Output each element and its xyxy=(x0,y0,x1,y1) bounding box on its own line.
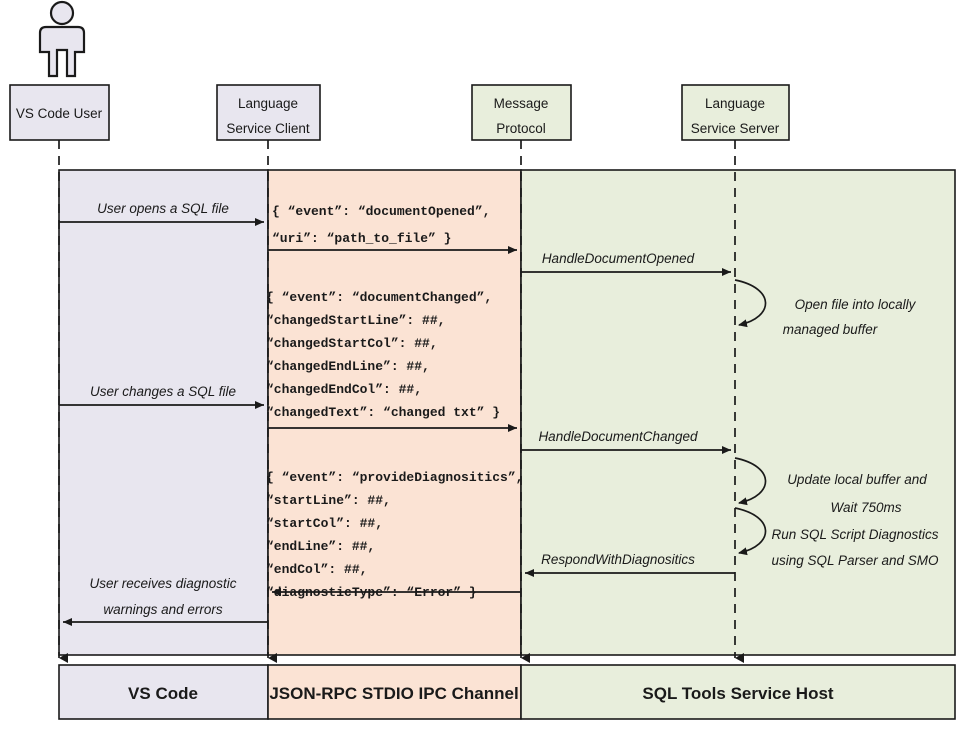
header-label-server-line2: Service Server xyxy=(691,121,780,136)
message-label-handle-document-opened: HandleDocumentOpened xyxy=(542,251,695,266)
message-label-user-changes-file: User changes a SQL file xyxy=(90,384,236,399)
self-loop-label-run-diagnostics-2: using SQL Parser and SMO xyxy=(771,553,939,568)
footer-bands: VS Code JSON-RPC STDIO IPC Channel SQL T… xyxy=(58,664,956,720)
json-line-changed-3: “changedEndLine”: ##, xyxy=(266,359,430,374)
band-vscode xyxy=(58,169,269,656)
json-line-changed-1: “changedStartLine”: ##, xyxy=(266,313,445,328)
message-label-handle-document-changed: HandleDocumentChanged xyxy=(538,429,698,444)
self-loop-label-open-file-2: managed buffer xyxy=(783,322,878,337)
lifeline-headers: VS Code User Language Service Client Mes… xyxy=(9,84,790,141)
json-line-opened-1: “uri”: “path_to_file” } xyxy=(272,231,451,246)
header-box-protocol xyxy=(471,84,572,141)
header-label-client-line1: Language xyxy=(238,96,298,111)
lifelines xyxy=(58,140,744,663)
self-loop-update-buffer-wait: Update local buffer and Wait 750ms xyxy=(734,457,927,515)
message-label-respond-with-diagnositics: RespondWithDiagnositics xyxy=(541,552,695,567)
json-line-diag-5: “diagnosticType”: “Error” } xyxy=(266,585,477,600)
self-loop-label-update-buffer-2: Wait 750ms xyxy=(830,500,901,515)
json-line-diag-0: { “event”: “provideDiagnositics”, xyxy=(266,470,523,485)
json-line-opened-0: { “event”: “documentOpened”, xyxy=(272,204,490,219)
json-line-changed-0: { “event”: “documentChanged”, xyxy=(266,290,492,305)
self-loop-label-run-diagnostics-1: Run SQL Script Diagnostics xyxy=(771,527,938,542)
self-loop-run-diagnostics: Run SQL Script Diagnostics using SQL Par… xyxy=(734,507,939,568)
message-label-user-opens-file: User opens a SQL file xyxy=(97,201,229,216)
person-icon-body xyxy=(38,25,86,78)
note-user-receives-diagnostics: User receives diagnostic warnings and er… xyxy=(89,576,236,617)
self-loop-open-file-buffer: Open file into locally managed buffer xyxy=(734,279,917,337)
json-line-diag-4: “endCol”: ##, xyxy=(266,562,367,577)
json-line-changed-5: “changedText”: “changed txt” } xyxy=(266,405,500,420)
header-label-protocol-line1: Message xyxy=(494,96,549,111)
self-loop-label-update-buffer-1: Update local buffer and xyxy=(787,472,927,487)
messages: User opens a SQL file HandleDocumentOpen… xyxy=(59,201,735,626)
self-loop-label-open-file-1: Open file into locally xyxy=(795,297,917,312)
footer-band-service xyxy=(520,664,956,720)
json-line-changed-4: “changedEndCol”: ##, xyxy=(266,382,422,397)
json-block-document-opened: { “event”: “documentOpened”, “uri”: “pat… xyxy=(272,204,490,246)
note-line-receives-2: warnings and errors xyxy=(103,602,223,617)
footer-label-service: SQL Tools Service Host xyxy=(642,684,833,703)
json-block-document-changed: { “event”: “documentChanged”, “changedSt… xyxy=(266,290,500,420)
note-line-receives-1: User receives diagnostic xyxy=(89,576,236,591)
json-block-provide-diagnositics: { “event”: “provideDiagnositics”, “start… xyxy=(266,470,523,600)
json-line-diag-2: “startCol”: ##, xyxy=(266,516,383,531)
header-label-client-line2: Service Client xyxy=(226,121,310,136)
self-loop-arrow-open-file xyxy=(734,279,767,328)
footer-band-ipc xyxy=(267,664,522,720)
json-line-changed-2: “changedStartCol”: ##, xyxy=(266,336,438,351)
self-loop-arrow-update-buffer xyxy=(734,457,767,506)
band-service xyxy=(520,169,956,656)
header-box-user xyxy=(9,84,110,141)
header-label-user-line1: VS Code User xyxy=(16,106,103,121)
header-label-protocol-line2: Protocol xyxy=(496,121,546,136)
person-icon-head xyxy=(49,0,75,26)
vs-code-user-actor xyxy=(38,0,86,78)
footer-label-vscode: VS Code xyxy=(128,684,198,703)
json-line-diag-3: “endLine”: ##, xyxy=(266,539,375,554)
header-label-server-line1: Language xyxy=(705,96,765,111)
self-loop-arrow-run-diagnostics xyxy=(734,507,767,556)
footer-label-ipc: JSON-RPC STDIO IPC Channel xyxy=(269,684,518,703)
json-line-diag-1: “startLine”: ##, xyxy=(266,493,391,508)
